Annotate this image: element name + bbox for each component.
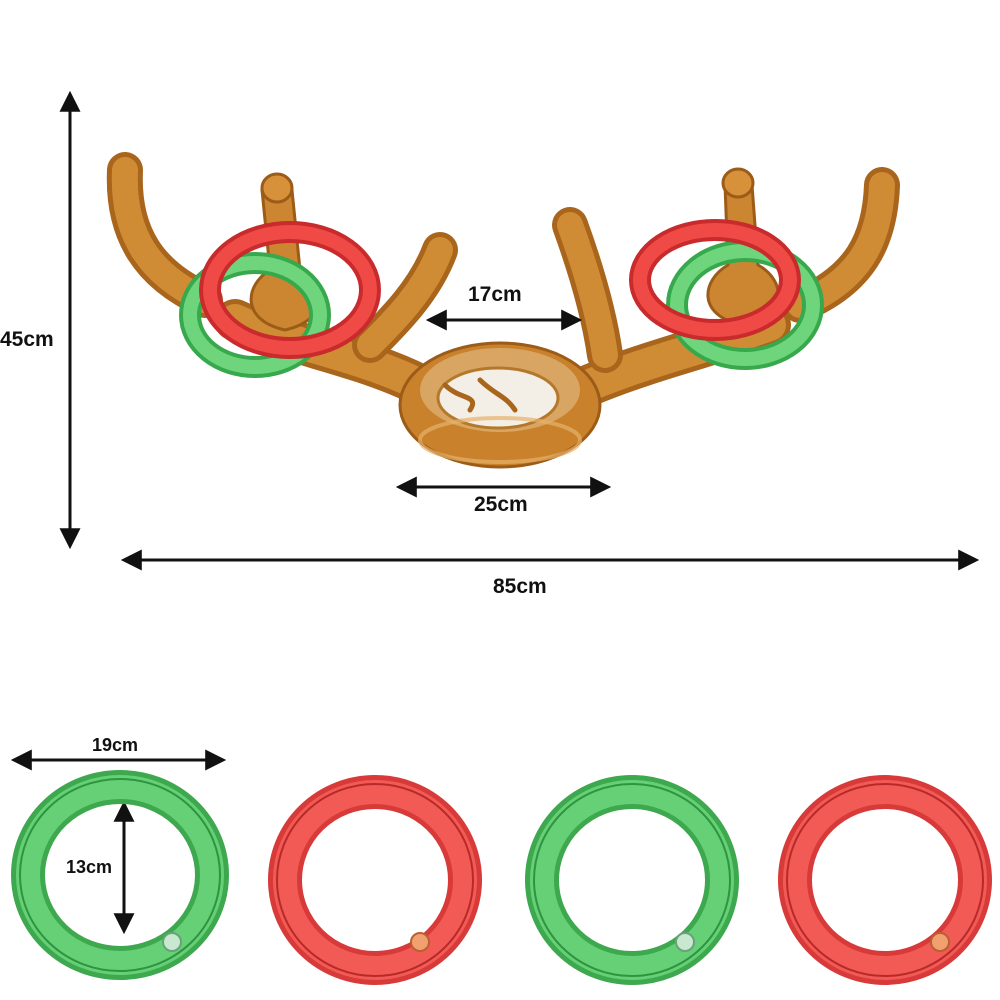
red-ring-1: [268, 775, 482, 985]
green-ring-2: [525, 775, 739, 985]
ring-outer-label: 19cm: [92, 735, 139, 755]
dimension-arrows: [10, 90, 980, 935]
inner-width-label: 17cm: [468, 283, 522, 306]
red-ring-2: [778, 775, 992, 985]
height-label: 45cm: [0, 328, 54, 351]
green-ring-1: [11, 770, 229, 980]
rings-on-right-cone: [629, 219, 824, 370]
ring-inner-label: 13cm: [66, 857, 113, 877]
rings-on-left-cone: [179, 221, 381, 378]
total-width-label: 85cm: [493, 575, 547, 598]
base-width-label: 25cm: [474, 493, 528, 516]
loose-rings-row: [11, 770, 992, 985]
